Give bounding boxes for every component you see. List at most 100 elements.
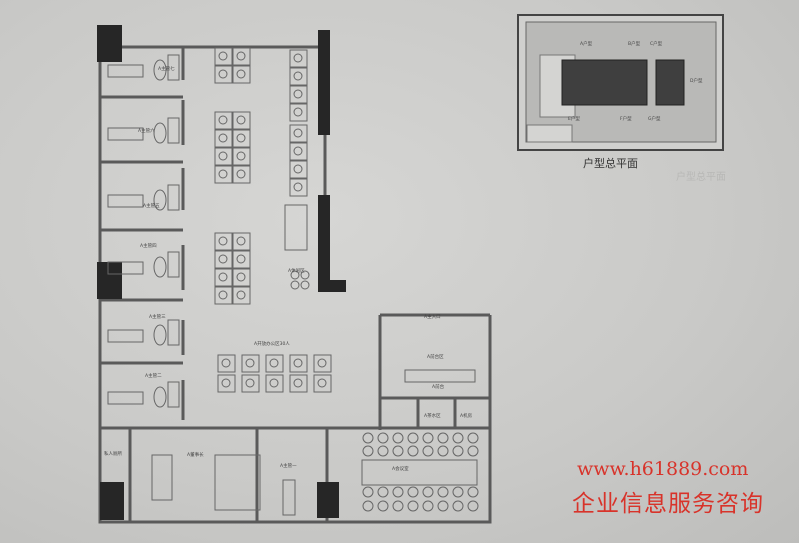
- workstation: [241, 374, 260, 393]
- sofa: [167, 184, 180, 211]
- workstation: [265, 374, 284, 393]
- chair: [437, 500, 449, 512]
- room-label-manager3: A主管三: [149, 313, 166, 320]
- workstation: [241, 354, 260, 373]
- chair: [236, 69, 246, 79]
- room-label-open-office: A开放办公区30人: [254, 340, 290, 347]
- chair: [236, 151, 246, 161]
- chair: [293, 71, 303, 81]
- chair: [467, 500, 479, 512]
- chair: [218, 169, 228, 179]
- chair: [317, 358, 327, 368]
- room-label-meeting-room: A会议室: [392, 465, 409, 472]
- chair: [437, 432, 449, 444]
- chair: [269, 358, 279, 368]
- unit-label: D户型: [690, 77, 703, 84]
- room-label-manager6: A主管六: [138, 127, 155, 134]
- chair: [236, 115, 246, 125]
- chair: [293, 164, 303, 174]
- chair: [362, 445, 374, 457]
- chair: [236, 51, 246, 61]
- chair: [236, 290, 246, 300]
- room-label-reception-area: A前台区: [427, 353, 444, 360]
- workstation: [214, 232, 233, 251]
- workstation: [289, 178, 308, 197]
- sofa: [284, 204, 308, 251]
- workstation: [214, 65, 233, 84]
- chair: [221, 378, 231, 388]
- chair: [218, 133, 228, 143]
- chair: [377, 445, 389, 457]
- workstation: [313, 354, 332, 373]
- chair: [218, 115, 228, 125]
- desk: [107, 261, 144, 275]
- chair: [362, 432, 374, 444]
- desk: [107, 194, 144, 208]
- sofa: [167, 319, 180, 346]
- workstation: [232, 47, 251, 66]
- workstation: [232, 250, 251, 269]
- key-plan-ghost-caption: 户型总平面: [676, 170, 726, 183]
- table: [153, 122, 167, 144]
- room-label-restroom: 私人厕所: [104, 450, 122, 457]
- chair: [293, 53, 303, 63]
- chair: [317, 378, 327, 388]
- key-plan: A户型 B户型 C户型 D户型 E户型 F户型 G户型 户型总平面 户型总平面: [517, 14, 726, 183]
- furniture: [107, 47, 479, 516]
- chair: [362, 486, 374, 498]
- columns: [97, 25, 346, 520]
- chair: [218, 272, 228, 282]
- chair: [236, 236, 246, 246]
- key-plan-caption: 户型总平面: [583, 156, 638, 170]
- chair: [407, 445, 419, 457]
- room-labels: A主管七 A主管六 A主管五 A主管四 A主管三 A主管二 私人厕所 A董事长 …: [104, 65, 473, 472]
- chair: [437, 486, 449, 498]
- room-label-manager4: A主管四: [140, 242, 157, 249]
- chair: [452, 500, 464, 512]
- table: [153, 256, 167, 278]
- sofa: [167, 251, 180, 278]
- room-label-manager7: A主管七: [158, 65, 175, 72]
- workstation: [289, 354, 308, 373]
- chair: [392, 486, 404, 498]
- room-label-manager5: A主管五: [143, 202, 160, 209]
- chair: [236, 254, 246, 264]
- chair: [218, 151, 228, 161]
- chair: [467, 486, 479, 498]
- chair: [293, 378, 303, 388]
- chair: [422, 500, 434, 512]
- workstation: [232, 165, 251, 184]
- chair: [407, 486, 419, 498]
- chair: [293, 128, 303, 138]
- workstation: [232, 147, 251, 166]
- chair: [467, 432, 479, 444]
- workstation: [289, 49, 308, 68]
- chair: [452, 486, 464, 498]
- workstation: [214, 129, 233, 148]
- room-label-manager2: A主管二: [145, 372, 162, 379]
- workstation: [289, 67, 308, 86]
- conference-table: [361, 459, 478, 486]
- table: [153, 386, 167, 408]
- workstation: [289, 124, 308, 143]
- workstation: [214, 147, 233, 166]
- chair: [236, 133, 246, 143]
- sofa: [167, 381, 180, 408]
- chair: [467, 445, 479, 457]
- desk: [107, 64, 144, 78]
- workstation: [289, 142, 308, 161]
- workstation: [217, 354, 236, 373]
- chair: [293, 182, 303, 192]
- workstation: [217, 374, 236, 393]
- chair: [221, 358, 231, 368]
- chair: [452, 445, 464, 457]
- chair: [300, 270, 310, 280]
- chair: [293, 358, 303, 368]
- unit-label: G户型: [648, 115, 661, 122]
- chair: [245, 358, 255, 368]
- room-label-reception-desk: A前台: [432, 383, 445, 390]
- unit-label: C户型: [650, 40, 663, 47]
- chair: [437, 445, 449, 457]
- workstation: [289, 85, 308, 104]
